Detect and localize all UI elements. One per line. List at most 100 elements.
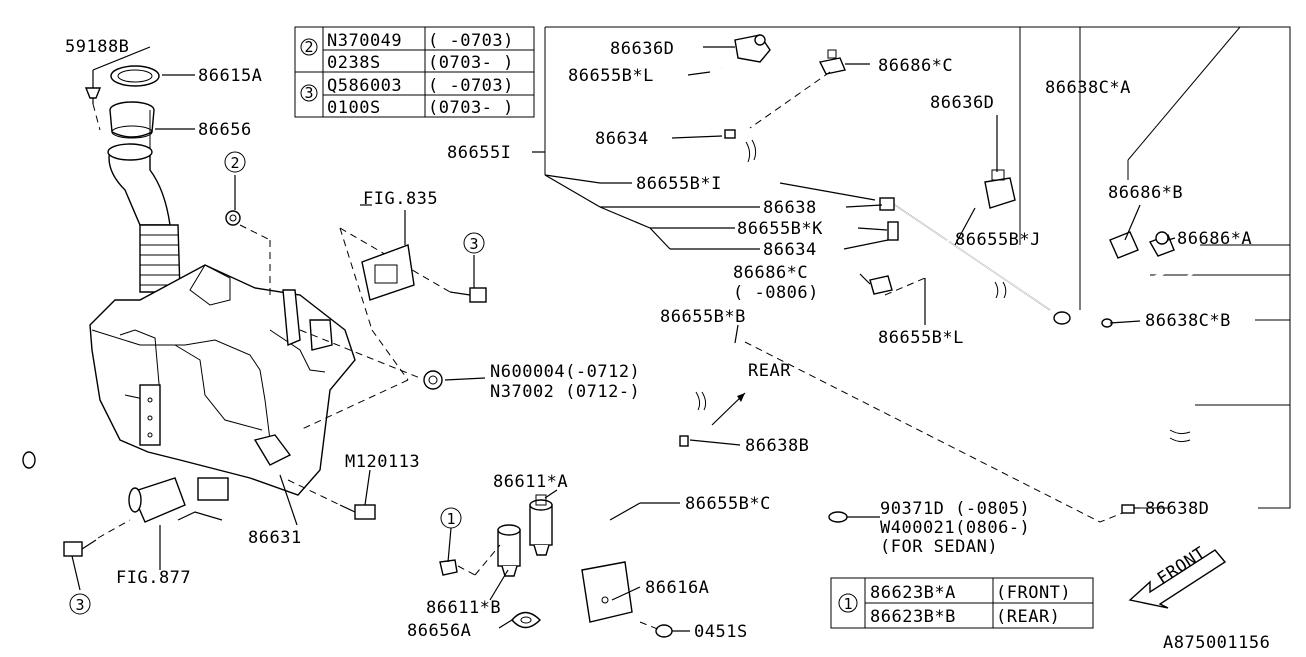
- legend-bottom-key: 1: [843, 595, 852, 613]
- pump-connector: [197, 477, 229, 501]
- valve-86686B: [1109, 231, 1139, 259]
- label-w400021: W400021(0806-): [880, 518, 1030, 538]
- legend-bottom-callout-1: [838, 593, 858, 613]
- label-n37002: N37002 (0712-): [490, 382, 640, 402]
- clip-86636D-top: [734, 34, 771, 63]
- legend-bottom-row-1-desc: (FRONT): [996, 583, 1071, 603]
- label-86655I: 86655I: [447, 143, 511, 163]
- callout-3-bottom: [69, 593, 91, 615]
- nut-n600004: [423, 370, 443, 390]
- label-86686C-top: 86686*C: [878, 56, 953, 76]
- legend-bottom-row-2-desc: (REAR): [996, 607, 1060, 627]
- bolt-m120113: [339, 504, 376, 520]
- washer-tank: [89, 264, 356, 496]
- label-m120113: M120113: [345, 452, 420, 472]
- callout-3-top: [463, 232, 485, 254]
- valve-86686A: [1148, 231, 1175, 257]
- leader-lines: [71, 46, 1176, 632]
- legend-callout-2: [300, 38, 318, 56]
- legend-bottom-row-1-part: 86623B*A: [870, 583, 956, 603]
- callout-1-text: 1: [446, 510, 455, 528]
- legend-row-1-range: ( -0703): [428, 31, 514, 51]
- label-86616A: 86616A: [645, 578, 709, 598]
- label-86638C-B: 86638C*B: [1145, 311, 1231, 331]
- label-86655B-B: 86655B*B: [660, 307, 746, 327]
- legend-row-4-range: (0703- ): [428, 98, 514, 118]
- joint-86638: [879, 197, 895, 211]
- joint-86638B: [679, 435, 689, 447]
- legend-row-1-part: N370049: [327, 31, 402, 51]
- label-86656: 86656: [198, 120, 252, 140]
- label-86638C-A: 86638C*A: [1045, 78, 1131, 98]
- label-86686A: 86686*A: [1177, 229, 1252, 249]
- label-86655B-L-bottom: 86655B*L: [878, 328, 964, 348]
- label-86655B-L-top: 86655B*L: [568, 66, 654, 86]
- rear-washer-hose: [574, 341, 1136, 638]
- label-fig835: FIG.835: [363, 189, 438, 209]
- label-n600004: N600004(-0712): [490, 362, 640, 382]
- diagram-id: A875001156: [1163, 633, 1270, 653]
- label-86686C-mid-range: ( -0806): [733, 283, 819, 303]
- label-86686C-mid: 86686*C: [733, 263, 808, 283]
- label-86638B: 86638B: [745, 436, 809, 456]
- washer-pump-front: [131, 477, 186, 523]
- joint-86634-mid: [887, 221, 899, 241]
- label-86638D: 86638D: [1145, 499, 1209, 519]
- label-86638: 86638: [763, 198, 817, 218]
- callout-2-text: 2: [230, 154, 239, 172]
- legend-row-3-part: Q586003: [327, 76, 402, 96]
- washer-tank-assembly: [22, 65, 487, 565]
- legend-top-table: 2 3 N370049 ( -0703) 0238S (0703- ) Q586…: [294, 26, 535, 118]
- label-86636D-top: 86636D: [610, 39, 674, 59]
- joint-86638C-A: [1053, 311, 1071, 325]
- clip-86636D-mid: [984, 169, 1016, 209]
- label-90371D: 90371D (-0805): [880, 499, 1030, 519]
- joint-86634-top: [724, 129, 736, 139]
- nut-2: [225, 210, 241, 226]
- legend-row-1-key: 2: [304, 38, 313, 56]
- label-86656A: 86656A: [407, 621, 471, 641]
- legend-row-3-range: ( -0703): [428, 76, 514, 96]
- label-86636D-mid: 86636D: [930, 93, 994, 113]
- filler-pipe: [108, 149, 171, 226]
- label-86634-top: 86634: [595, 129, 649, 149]
- label-fig877: FIG.877: [116, 568, 191, 588]
- part-labels: 59188B 86615A 86656 FIG.835 N600004(-071…: [65, 37, 1270, 653]
- pump-86611B: [497, 524, 521, 577]
- gasket-90371D: [828, 511, 848, 523]
- callouts: 2 3 3 1: [69, 151, 485, 615]
- label-86611A: 86611*A: [493, 472, 568, 492]
- label-86655B-C: 86655B*C: [685, 494, 771, 514]
- callout-2: [224, 151, 246, 173]
- callout-1: [440, 507, 462, 529]
- rear-hose-frame: [544, 26, 1291, 509]
- label-for-sedan: (FOR SEDAN): [880, 537, 998, 557]
- reservoir-86616A: [581, 561, 633, 623]
- pump-motors: [439, 494, 553, 629]
- legend-row-2-range: (0703- ): [428, 53, 514, 73]
- legend-callout-3: [300, 84, 318, 102]
- filler-cap: [110, 65, 160, 87]
- bolt-59188B: [84, 70, 102, 131]
- tank-bracket: [282, 289, 301, 347]
- nut-1: [439, 559, 458, 576]
- label-86634-mid: 86634: [763, 240, 817, 260]
- screw-0451S: [639, 621, 673, 638]
- front-arrow-icon: FRONT: [1128, 543, 1227, 609]
- label-0451S: 0451S: [694, 622, 748, 642]
- label-86686B: 86686*B: [1108, 183, 1183, 203]
- legend-bottom-row-2-part: 86623B*B: [870, 607, 956, 627]
- legend-row-2-part: 0238S: [327, 53, 381, 73]
- label-rear: REAR: [748, 361, 791, 381]
- callout-3-bottom-text: 3: [75, 596, 84, 614]
- clip-86686C-top: [818, 49, 846, 75]
- legend-bottom-table: 1 86623B*A (FRONT) 86623B*B (REAR): [830, 577, 1094, 629]
- label-59188B: 59188B: [65, 37, 129, 57]
- callout-3-top-text: 3: [469, 235, 478, 253]
- legend-row-3-key: 3: [304, 84, 313, 102]
- bracket-fig835: [361, 244, 415, 301]
- clip-86686C-mid: [869, 275, 893, 295]
- bolt-3-top: [449, 287, 487, 303]
